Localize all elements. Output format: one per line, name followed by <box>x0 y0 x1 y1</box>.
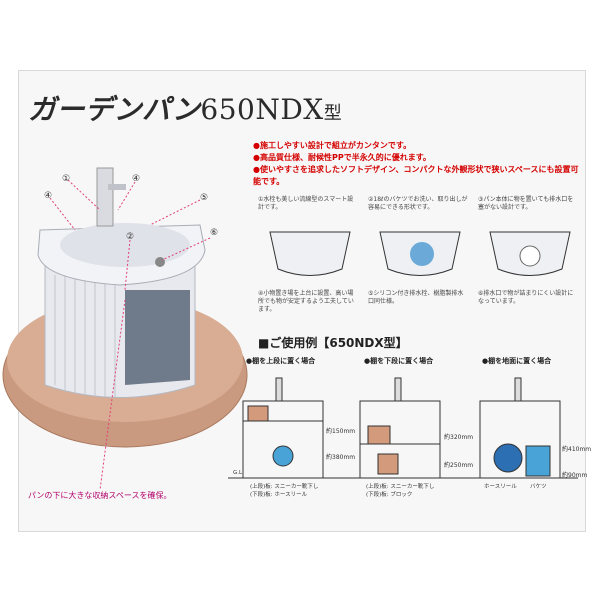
feature-caption-4: ④小物置き場を上台に設置、高い場所でも物が安定するよう工夫しています。 <box>258 290 354 313</box>
case-label-lower: ●棚を下段に置く場合 <box>364 357 434 365</box>
case1-note-1: (上段)板: スニーカー靴下し <box>250 484 319 490</box>
usage-diagrams <box>228 377 578 479</box>
dim-case1-a: 約150mm <box>326 428 356 435</box>
feature-item: ●施工しやすい設計で組立がカンタンです。 <box>253 141 412 150</box>
usage-section-heading: ■ご使用例【650NDX型】 <box>258 336 408 350</box>
callout-6: ⑥ <box>210 228 219 238</box>
case3-note-1: ホースリール <box>484 484 517 490</box>
case-label-upper: ●棚を上段に置く場合 <box>246 357 316 365</box>
product-title: ガーデンパン650NDX型 <box>28 88 342 128</box>
callout-1: ① <box>62 174 71 184</box>
faucet <box>96 167 114 227</box>
storage-caption: パンの下に大きな収納スペースを確保。 <box>28 491 172 500</box>
feature-item: ●使いやすさを追求したソフトデザイン、コンパクトな外観形状で狭いスペースにも設置… <box>253 165 579 186</box>
model-suffix: 型 <box>323 103 343 124</box>
dim-case1-b: 約380mm <box>326 454 356 461</box>
case2-note-2: (下段)板: ブロック <box>366 492 413 498</box>
feature-list: ●施工しやすい設計で組立がカンタンです。 ●高品質仕様、耐候性PPで半永久的に優… <box>253 140 583 188</box>
diagram-2 <box>379 231 461 276</box>
case3-note-2: バケツ <box>530 484 547 490</box>
callout-5: ⑤ <box>200 193 209 203</box>
callout-lines <box>49 179 211 491</box>
feature-item: ●高品質仕様、耐候性PPで半永久的に優れます。 <box>253 153 431 162</box>
feature-caption-1: ①水栓も美しい流線型のスマート設計です。 <box>258 196 354 211</box>
brand-name: ガーデンパン <box>28 93 201 126</box>
dim-case3-b: 約90mm <box>562 472 588 479</box>
case-label-ground: ●棚を地面に置く場合 <box>482 357 552 365</box>
feature-caption-3: ③パン本体に物を置いても排水口を塞がない設計です。 <box>478 196 574 211</box>
faucet-spout <box>108 184 126 190</box>
usage-case-2 <box>359 377 441 479</box>
usage-case-1 <box>242 377 324 479</box>
usage-case-3 <box>479 377 561 479</box>
dim-case3-a: 約410mm <box>562 446 592 453</box>
diagram-3 <box>489 231 571 276</box>
product-illustration <box>2 167 248 491</box>
feature-caption-2: ②18ℓのバケツでお洗い、取り出しが容易にできる形状です。 <box>368 196 468 211</box>
drain <box>155 257 165 267</box>
storage-opening <box>125 290 190 385</box>
dim-case2-a: 約320mm <box>444 434 474 441</box>
gl-label: G.L <box>233 470 243 476</box>
case1-note-2: (下段)板: ホースリール <box>250 492 308 498</box>
basin-inner <box>60 223 190 267</box>
feature-caption-5: ⑤シリコン付き排水栓、樹脂製排水口同仕様。 <box>368 290 464 305</box>
callout-2: ② <box>126 232 135 242</box>
diagram-1 <box>269 231 351 276</box>
dim-case2-b: 約250mm <box>444 462 474 469</box>
feature-caption-6: ⑥排水口で物が詰まりにくい設計になっています。 <box>478 290 574 305</box>
stand-ribs <box>54 275 116 397</box>
case2-note-1: (上段)板: スニーカー靴下し <box>366 484 435 490</box>
model-number: 650NDX <box>200 93 324 126</box>
callout-4a: ④ <box>44 191 53 201</box>
feature-diagrams <box>269 231 571 276</box>
callout-4b: ④ <box>132 174 141 184</box>
